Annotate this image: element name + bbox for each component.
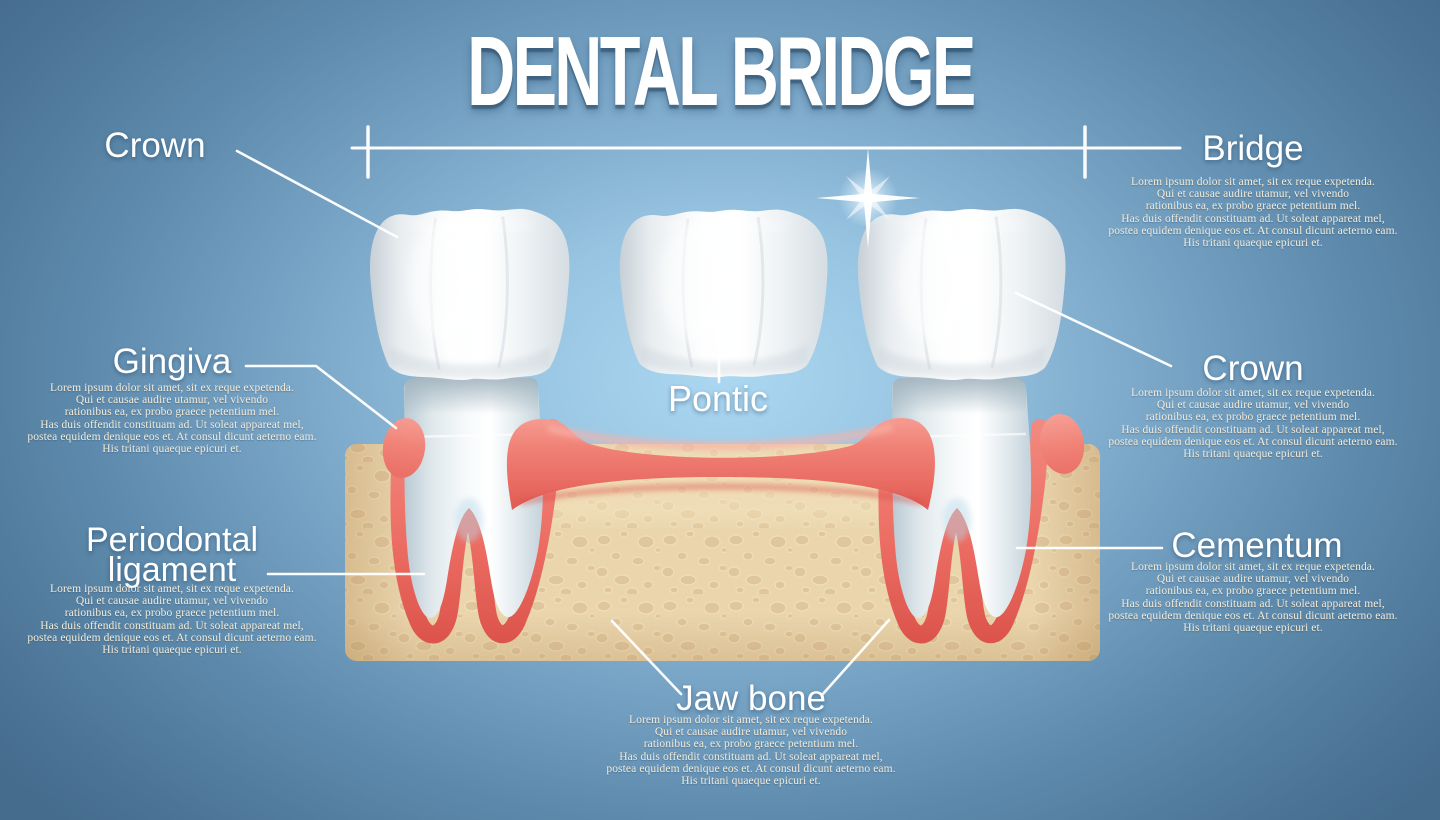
description-line: Lorem ipsum dolor sit amet, sit ex reque…	[1131, 387, 1375, 399]
description-periodontal: Lorem ipsum dolor sit amet, sit ex reque…	[2, 583, 342, 656]
description-line: His tritani quaeque epicuri et.	[102, 443, 242, 456]
description-line: Has duis offendit constituam ad. Ut sole…	[1121, 423, 1385, 436]
gingiva-leader-line	[244, 364, 398, 430]
label-periodontal-line1: Periodontal	[85, 521, 258, 559]
description-line: Qui et causae audire utamur, vel vivendo	[75, 595, 269, 608]
description-line: His tritani quaeque epicuri et.	[1183, 622, 1323, 635]
description-line: postea equidem denique eos et. At consul…	[27, 430, 317, 443]
gingiva-tissue	[382, 414, 1085, 510]
description-line: rationibus ea, ex probo graece petentium…	[1145, 200, 1361, 213]
label-periodontal-ligament: Periodontal ligament	[22, 521, 322, 589]
label-bridge: Bridge	[1202, 129, 1304, 168]
description-line: Has duis offendit constituam ad. Ut sole…	[619, 750, 883, 763]
description-line: rationibus ea, ex probo graece petentium…	[643, 738, 859, 751]
description-line: Has duis offendit constituam ad. Ut sole…	[40, 418, 304, 431]
description-line: His tritani quaeque epicuri et.	[102, 644, 242, 657]
description-line: Has duis offendit constituam ad. Ut sole…	[40, 619, 304, 632]
jawbone-leader-line-right	[820, 618, 891, 697]
description-line: Has duis offendit constituam ad. Ut sole…	[1121, 212, 1385, 225]
description-line: His tritani quaeque epicuri et.	[1183, 448, 1323, 461]
description-line: Lorem ipsum dolor sit amet, sit ex reque…	[1131, 176, 1375, 188]
label-crown-right: Crown	[1202, 349, 1304, 388]
description-line: postea equidem denique eos et. At consul…	[606, 762, 896, 775]
label-crown-left: Crown	[104, 126, 206, 165]
description-line: postea equidem denique eos et. At consul…	[1108, 435, 1398, 448]
pontic-tooth	[620, 210, 828, 378]
label-gingiva: Gingiva	[112, 342, 232, 381]
description-bridge: Lorem ipsum dolor sit amet, sit ex reque…	[1083, 176, 1423, 249]
label-jaw-bone: Jaw bone	[676, 679, 826, 718]
crown-left-leader-line	[235, 149, 399, 239]
description-line: Lorem ipsum dolor sit amet, sit ex reque…	[629, 714, 873, 726]
label-pontic: Pontic	[667, 378, 769, 419]
description-line: His tritani quaeque epicuri et.	[1183, 237, 1323, 250]
page-title: DENTAL BRIDGE	[0, 22, 1440, 120]
label-cementum: Cementum	[1171, 526, 1343, 565]
description-line: Has duis offendit constituam ad. Ut sole…	[1121, 597, 1385, 610]
description-line: Lorem ipsum dolor sit amet, sit ex reque…	[50, 382, 294, 394]
description-line: postea equidem denique eos et. At consul…	[1108, 224, 1398, 237]
description-line: His tritani quaeque epicuri et.	[681, 775, 821, 788]
sparkle-icon	[816, 148, 920, 248]
description-line: Qui et causae audire utamur, vel vivendo	[1156, 399, 1350, 412]
crown-tooth-right	[858, 209, 1066, 380]
description-line: Lorem ipsum dolor sit amet, sit ex reque…	[50, 583, 294, 595]
description-line: Qui et causae audire utamur, vel vivendo	[1156, 573, 1350, 586]
description-line: Qui et causae audire utamur, vel vivendo	[654, 726, 848, 739]
jawbone-leader-line-left	[610, 619, 683, 696]
crown-right-leader-line	[1014, 291, 1173, 368]
page-title-text: DENTAL BRIDGE	[466, 16, 976, 126]
description-line: rationibus ea, ex probo graece petentium…	[1145, 585, 1361, 598]
description-gingiva: Lorem ipsum dolor sit amet, sit ex reque…	[2, 382, 342, 455]
description-crown-right: Lorem ipsum dolor sit amet, sit ex reque…	[1083, 387, 1423, 460]
label-periodontal-line2: ligament	[107, 551, 237, 589]
description-cementum: Lorem ipsum dolor sit amet, sit ex reque…	[1083, 561, 1423, 634]
description-line: Lorem ipsum dolor sit amet, sit ex reque…	[1131, 561, 1375, 573]
description-line: postea equidem denique eos et. At consul…	[1108, 609, 1398, 622]
description-jaw-bone: Lorem ipsum dolor sit amet, sit ex reque…	[581, 714, 921, 787]
description-line: Qui et causae audire utamur, vel vivendo	[1156, 188, 1350, 201]
annotation-lines	[235, 125, 1182, 697]
description-line: rationibus ea, ex probo graece petentium…	[64, 406, 280, 419]
description-line: rationibus ea, ex probo graece petentium…	[64, 607, 280, 620]
description-line: Qui et causae audire utamur, vel vivendo	[75, 394, 269, 407]
description-line: rationibus ea, ex probo graece petentium…	[1145, 411, 1361, 424]
crown-tooth-left	[370, 209, 569, 380]
description-line: postea equidem denique eos et. At consul…	[27, 631, 317, 644]
